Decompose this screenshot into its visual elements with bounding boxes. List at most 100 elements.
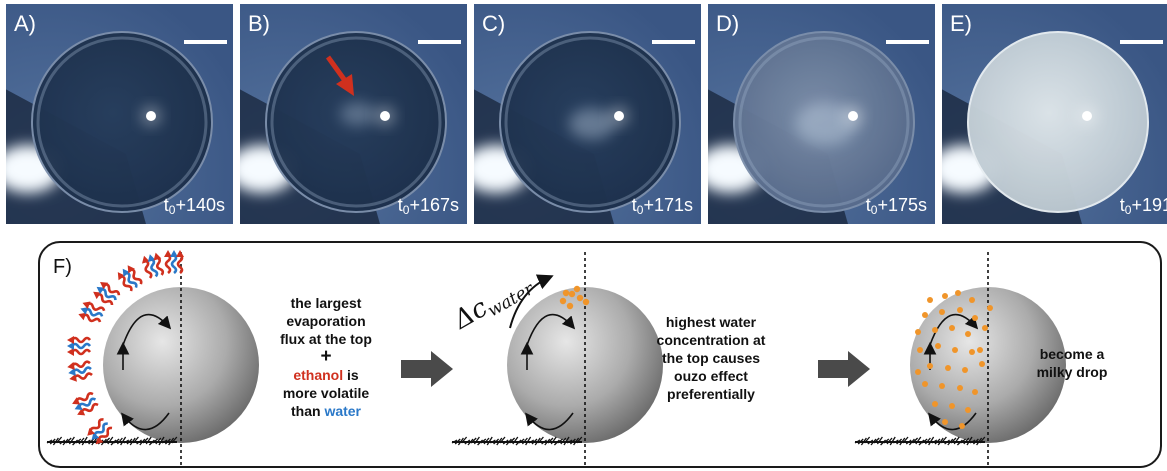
ouzo-droplet-dot: [917, 347, 923, 353]
ouzo-cloud: [569, 108, 615, 140]
ouzo-droplet-dot: [927, 297, 933, 303]
evaporation-arrow: [95, 426, 113, 445]
evaporation-arrow: [93, 291, 114, 306]
droplet-rim: [36, 36, 208, 208]
ouzo-droplet-dot: [922, 381, 928, 387]
ethanol-word: ethanol: [293, 367, 344, 383]
ouzo-droplet-dot: [566, 302, 574, 310]
evaporation-arrow: [72, 392, 94, 405]
scale-bar: [886, 40, 929, 44]
ouzo-droplet-dot: [945, 365, 951, 371]
specular-glow: [843, 106, 863, 126]
evaporation-arrow: [153, 252, 165, 276]
droplet-photo: [474, 4, 701, 224]
ouzo-droplet-dot: [927, 363, 933, 369]
evaporation-arrow: [91, 422, 108, 441]
droplet-rim: [270, 36, 442, 208]
process-arrow-2: [818, 351, 870, 387]
ouzo-droplet-dot: [952, 347, 958, 353]
water-word: water: [324, 403, 362, 419]
panel-label: D): [716, 11, 740, 36]
ouzo-droplet-dot: [942, 293, 948, 299]
ouzo-droplet-dot: [568, 290, 576, 298]
flow-arrow: [928, 412, 977, 431]
ouzo-droplet-dot: [573, 285, 581, 293]
time-label: t0+140s: [163, 195, 225, 217]
ouzo-droplet-dot: [942, 419, 948, 425]
time-label: t0+167s: [397, 195, 459, 217]
scale-bar: [1120, 40, 1163, 44]
ouzo-droplet-dot: [932, 327, 938, 333]
red-arrow-head: [336, 74, 354, 96]
droplet: [31, 31, 213, 213]
droplet-sphere: [103, 287, 259, 443]
ouzo-cloud: [340, 102, 376, 126]
droplet-sphere: [910, 287, 1066, 443]
ouzo-droplet-dot: [982, 325, 988, 331]
ouzo-droplet-dot: [939, 309, 945, 315]
evaporation-arrow: [67, 336, 92, 344]
ouzo-droplet-dot: [576, 294, 584, 302]
scale-bar: [418, 40, 461, 44]
red-arrow-shaft: [325, 55, 349, 84]
photo-panel-c: C) t0+171s: [474, 4, 701, 224]
droplet-rim: [504, 36, 676, 208]
ouzo-droplet-dot: [965, 407, 971, 413]
evaporation-arrow: [74, 397, 97, 410]
panel-label: A): [14, 11, 36, 36]
specular-glow: [1077, 106, 1097, 126]
panel-label-f: F): [53, 256, 72, 278]
evaporation-arrow: [67, 342, 92, 350]
time-label: t0+175s: [865, 195, 927, 217]
ouzo-droplet-dot: [935, 343, 941, 349]
evaporation-arrow: [170, 250, 178, 275]
stage3-description: become a milky drop: [1036, 346, 1108, 380]
droplet-rim: [738, 36, 910, 208]
ouzo-droplet-dot: [562, 289, 570, 297]
evaporation-arrow: [80, 307, 104, 317]
ouzo-droplet-dot: [932, 401, 938, 407]
ouzo-droplet-dot: [915, 369, 921, 375]
ouzo-droplet-dot: [965, 331, 971, 337]
ouzo-cloud: [795, 102, 857, 146]
evaporation-arrow: [122, 268, 138, 288]
evaporation-arrow: [78, 312, 102, 323]
evaporation-arrow: [77, 402, 99, 416]
ouzo-droplet-dot: [582, 298, 590, 306]
evaporation-arrow: [82, 301, 106, 312]
evaporation-arrow: [67, 348, 92, 356]
evaporation-arrow: [141, 255, 153, 279]
flow-arrow: [121, 412, 170, 431]
evaporation-arrow: [164, 250, 172, 275]
specular-glow: [141, 106, 161, 126]
droplet-sphere: [507, 287, 663, 443]
ouzo-droplet-dot: [922, 312, 928, 318]
evaporation-arrow: [117, 272, 133, 292]
process-arrow-1: [401, 351, 453, 387]
evaporation-arrow: [100, 281, 121, 296]
ouzo-droplet-dot: [957, 307, 963, 313]
specular-glow: [609, 106, 629, 126]
ouzo-droplet-dot: [559, 297, 567, 305]
ouzo-droplet-dot: [972, 315, 978, 321]
ouzo-droplet-dot: [949, 403, 955, 409]
ouzo-droplet-dot: [977, 347, 983, 353]
ouzo-droplet-dot: [959, 423, 965, 429]
substrate-line: [451, 436, 583, 446]
scale-bar: [184, 40, 227, 44]
evaporation-arrow: [87, 418, 104, 436]
specular-glow: [375, 106, 395, 126]
photo-panel-d: D) t0+175s: [708, 4, 935, 224]
ouzo-droplet-dot: [987, 305, 993, 311]
gradient-arrow: [509, 274, 554, 329]
ouzo-droplet-dot: [972, 389, 978, 395]
flow-arrow: [526, 313, 576, 346]
plus-sign: +: [320, 346, 332, 367]
ouzo-droplet-dot: [957, 385, 963, 391]
photo-panel-a: A) t0+140s: [6, 4, 233, 224]
photo-panel-e: E) t0+191s: [942, 4, 1167, 224]
ouzo-droplet-dot: [962, 367, 968, 373]
ouzo-droplet-dot: [969, 349, 975, 355]
scale-bar: [652, 40, 695, 44]
